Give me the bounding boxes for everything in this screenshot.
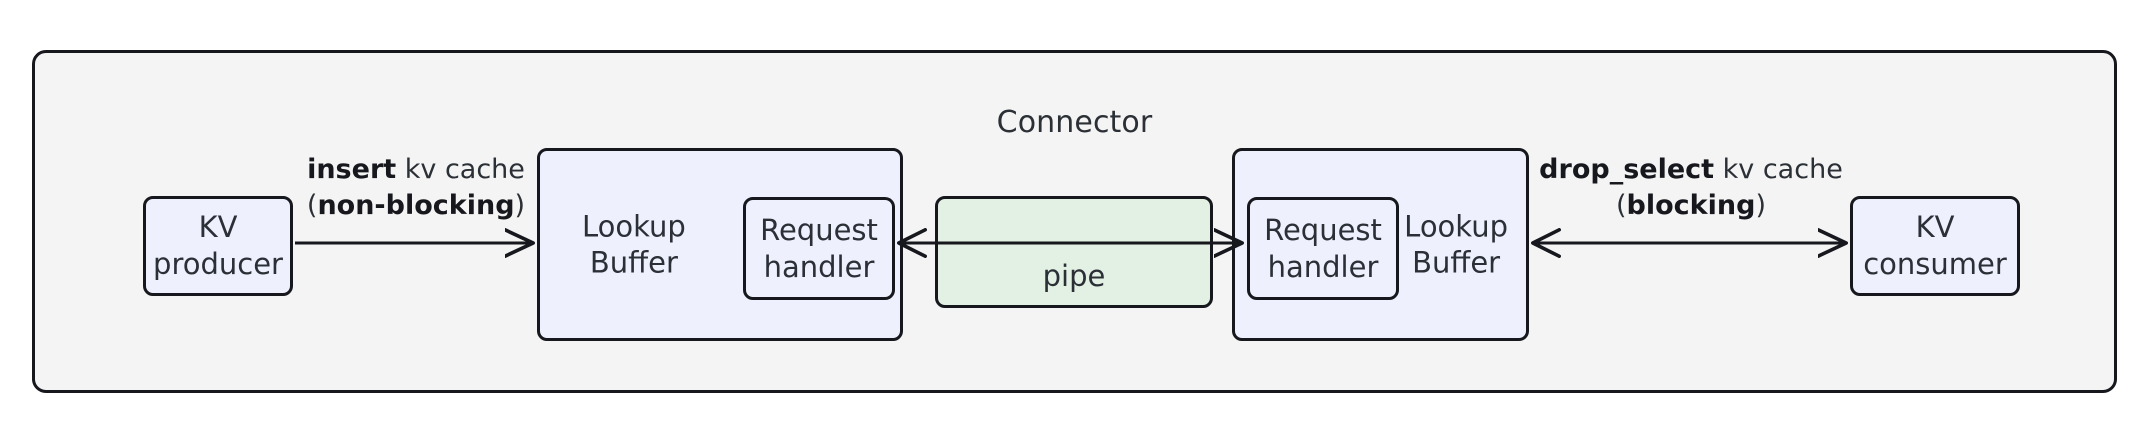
lookup-buffer-right-node: Request handler Lookup Buffer <box>1232 148 1529 341</box>
kv-producer-label-line1: KV <box>198 210 238 245</box>
lookup-buffer-left-label: Lookup Buffer <box>582 208 686 281</box>
edge-label-drop-select-bold: drop_select <box>1539 154 1715 185</box>
edge-label-insert-line1: insert kv cache <box>292 152 540 188</box>
lookup-buffer-right-label-line1: Lookup <box>1404 208 1508 243</box>
edge-label-insert: insert kv cache (non-blocking) <box>292 152 540 224</box>
request-handler-left-node: Request handler <box>743 197 895 300</box>
lookup-buffer-right-label: Lookup Buffer <box>1404 208 1508 281</box>
edge-label-insert-rest: kv cache <box>396 154 525 185</box>
request-handler-left-label-line1: Request <box>760 212 878 247</box>
edge-label-drop-select-paren-open: ( <box>1616 189 1627 221</box>
kv-consumer-node: KV consumer <box>1850 196 2020 296</box>
lookup-buffer-right-label-line2: Buffer <box>1412 245 1501 280</box>
kv-consumer-label-line2: consumer <box>1863 247 2007 281</box>
edge-label-insert-line2: (non-blocking) <box>292 188 540 224</box>
request-handler-left-label: Request handler <box>760 212 878 285</box>
kv-producer-node: KV producer <box>143 196 293 296</box>
kv-consumer-label: KV consumer <box>1863 209 2007 282</box>
kv-consumer-label-line1: KV <box>1915 210 1955 245</box>
pipe-node: pipe <box>935 196 1213 308</box>
edge-label-drop-select-line1: drop_select kv cache <box>1528 152 1854 188</box>
pipe-label: pipe <box>1042 259 1106 293</box>
edge-label-insert-bold: insert <box>307 154 397 185</box>
request-handler-left-label-line2: handler <box>763 249 875 284</box>
edge-label-drop-select-paren-close: ) <box>1755 189 1766 221</box>
edge-label-insert-paren-close: ) <box>514 189 526 221</box>
request-handler-right-label-line2: handler <box>1267 249 1379 284</box>
edge-label-drop-select-line2: (blocking) <box>1528 188 1854 224</box>
lookup-buffer-left-label-line1: Lookup <box>582 208 686 243</box>
kv-producer-label-line2: producer <box>153 247 283 281</box>
request-handler-right-label: Request handler <box>1264 212 1382 285</box>
lookup-buffer-left-node: Lookup Buffer Request handler <box>537 148 903 341</box>
connector-title: Connector <box>996 105 1153 140</box>
kv-producer-label: KV producer <box>153 209 283 282</box>
edge-label-drop-select-rest: kv cache <box>1714 154 1843 185</box>
request-handler-right-label-line1: Request <box>1264 212 1382 247</box>
request-handler-right-node: Request handler <box>1247 197 1399 300</box>
edge-label-insert-paren-open: ( <box>306 189 318 221</box>
lookup-buffer-left-label-line2: Buffer <box>589 245 678 280</box>
edge-label-drop-select: drop_select kv cache (blocking) <box>1528 152 1854 224</box>
edge-label-drop-select-mode: blocking <box>1626 189 1756 221</box>
edge-label-insert-mode: non-blocking <box>317 189 515 221</box>
